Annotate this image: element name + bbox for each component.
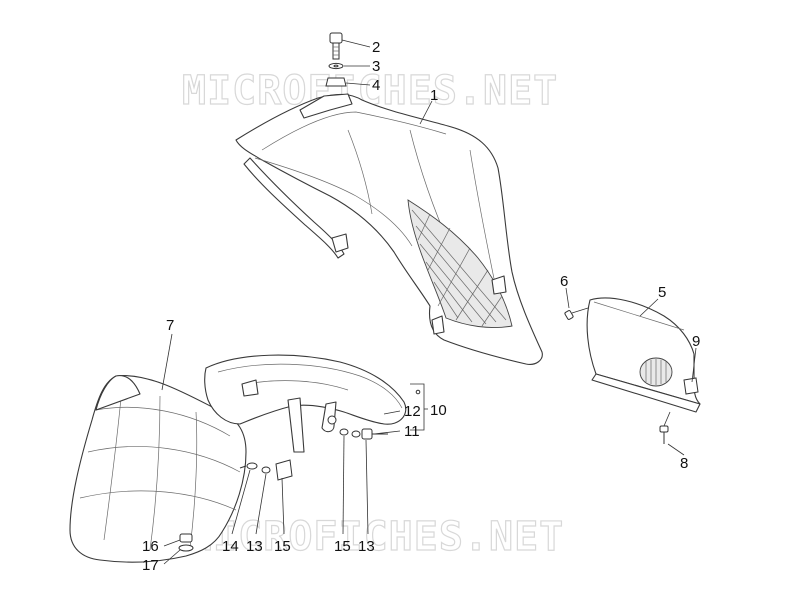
callout-5: 5	[658, 284, 666, 301]
screw-head-icon	[564, 310, 574, 320]
washer-13-icon	[261, 466, 271, 474]
callout-8: 8	[680, 455, 688, 472]
callout-3: 3	[372, 58, 380, 75]
hardware-right	[339, 428, 388, 440]
screw-8	[659, 411, 671, 444]
callout-15-right: 15	[334, 538, 351, 555]
callout-17: 17	[142, 557, 159, 574]
leader-lines	[161, 39, 697, 565]
washer-13b-icon	[351, 430, 361, 438]
bolt-13-icon	[361, 428, 373, 440]
screw-6	[564, 307, 589, 320]
callout-1: 1	[430, 87, 438, 104]
bolt-head-icon	[329, 32, 343, 44]
grommet-icon	[325, 77, 347, 87]
callout-6: 6	[560, 273, 568, 290]
callout-13-right: 13	[358, 538, 375, 555]
callout-labels: 2 3 4 1 5 6 9 8 7 10 12 11 14 13 15 15 1…	[142, 39, 700, 574]
front-shield-part	[235, 93, 543, 365]
callout-11: 11	[404, 423, 420, 440]
clip-icon	[683, 377, 699, 395]
bolt-stack	[325, 32, 347, 87]
hardware-16-17	[178, 533, 194, 552]
nut-17-icon	[178, 544, 194, 552]
callout-2: 2	[372, 39, 380, 56]
front-mudguard-part	[69, 375, 247, 563]
hardware-left	[239, 459, 293, 481]
callout-13-left: 13	[246, 538, 263, 555]
callout-7: 7	[166, 317, 174, 334]
callout-10: 10	[430, 402, 447, 419]
inner-fender-part	[204, 354, 421, 453]
screw-14-icon	[246, 462, 258, 470]
washer-15-icon	[339, 428, 349, 436]
callout-4: 4	[372, 77, 380, 94]
screw-head-icon-8	[659, 425, 669, 433]
callout-16: 16	[142, 538, 159, 555]
callout-9: 9	[692, 333, 700, 350]
nut-15-icon	[275, 459, 293, 481]
callout-15-left: 15	[274, 538, 291, 555]
callout-14: 14	[222, 538, 239, 555]
watermark-bottom: MICROFICHES.NET	[188, 514, 564, 560]
clip-16-icon	[179, 533, 193, 543]
callout-12: 12	[404, 403, 421, 420]
side-panel-part	[586, 297, 701, 413]
